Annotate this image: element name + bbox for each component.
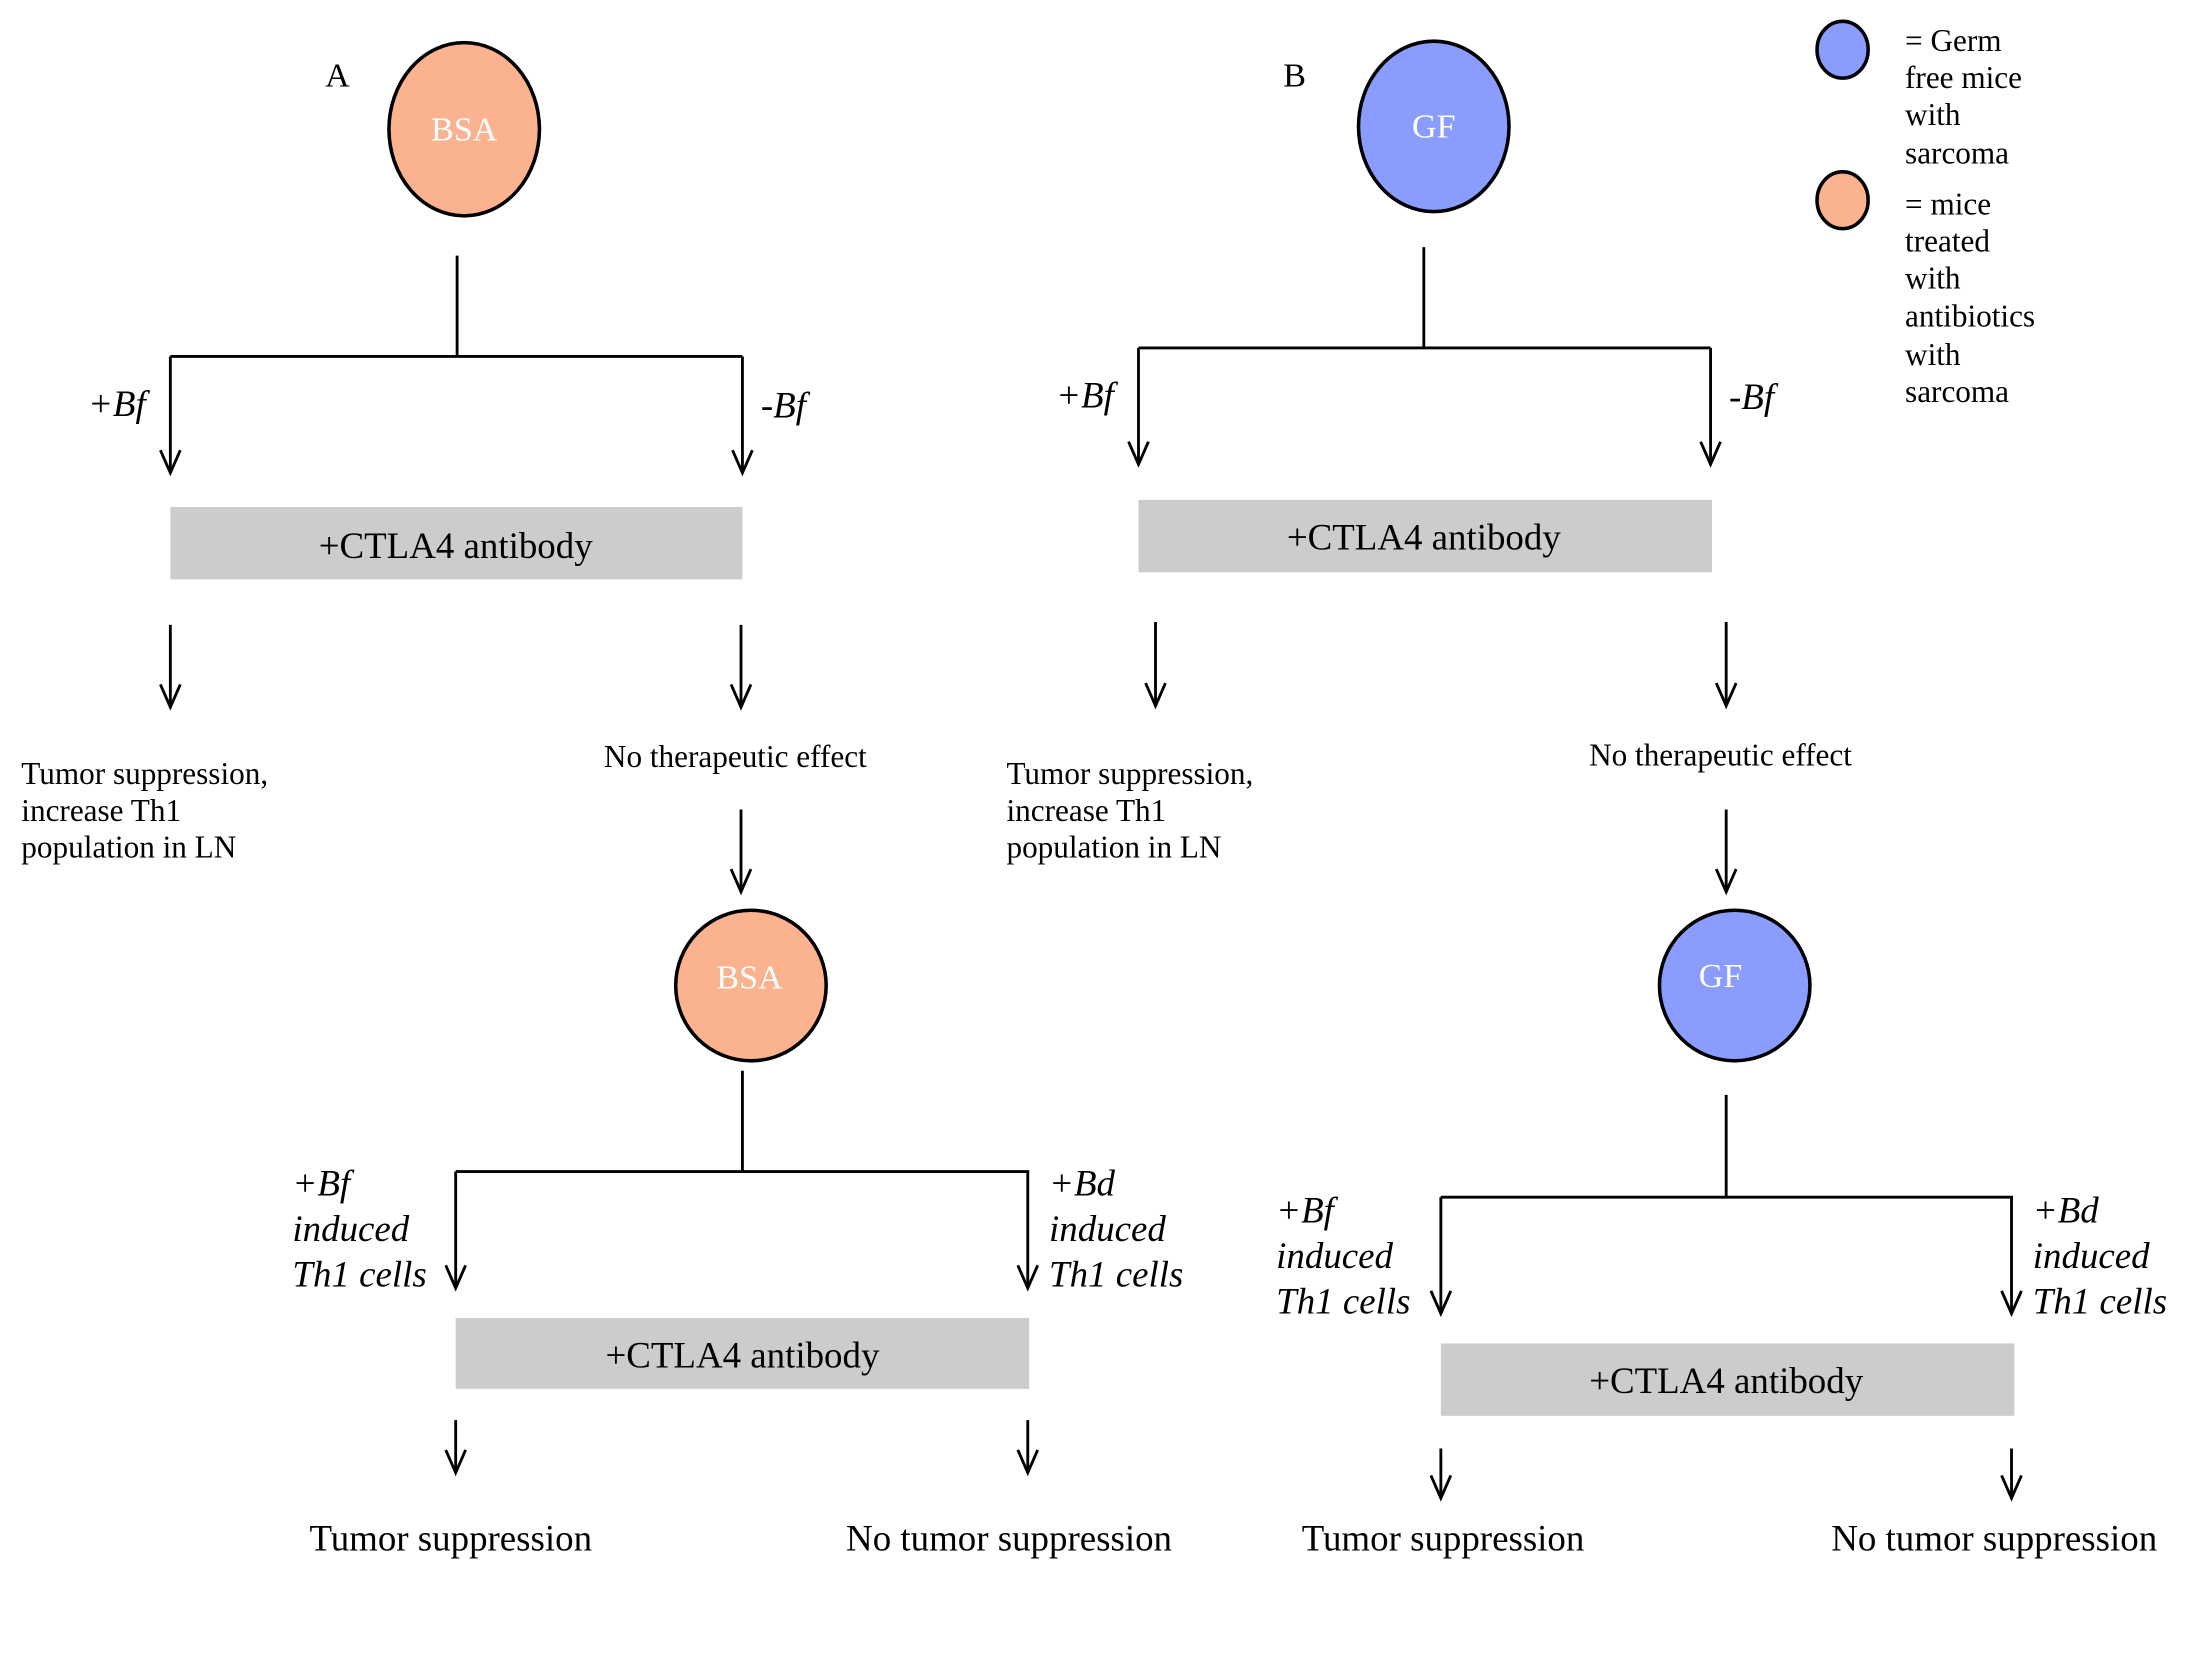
treatment-box <box>170 506 743 580</box>
sub-branch-left-line-3: Th1 cells <box>292 1254 426 1295</box>
arrow-down-icon <box>729 683 753 711</box>
sub-branch-right-line-3: Th1 cells <box>1049 1254 1183 1295</box>
gf-node-second-label: GF <box>1699 958 1743 995</box>
sub-treatment-label: +CTLA4 antibody <box>1589 1360 1863 1401</box>
bsa-node-second <box>673 908 828 1063</box>
arrow-down-icon <box>2000 1474 2023 1502</box>
sub-branch-right-line-1: +Bd <box>2033 1190 2099 1231</box>
sub-branch-right-line-2: induced <box>2033 1235 2150 1276</box>
panel-b: B GF +Bf -Bf +CTLA4 antibody Tumor suppr… <box>1006 39 2167 1559</box>
sub-branch-left-line-1: +Bf <box>1276 1190 1338 1231</box>
outcome-right: No therapeutic effect <box>604 739 867 774</box>
sub-branch-right-line-3: Th1 cells <box>2033 1281 2167 1322</box>
treatment-label: +CTLA4 antibody <box>1287 517 1561 558</box>
arrow-down-icon <box>729 868 753 896</box>
panel-b-letter: B <box>1283 58 1306 95</box>
outcome-left-line-3: population in LN <box>21 830 236 865</box>
legend-1-line-2: free mice <box>1905 60 2022 95</box>
arrow-down-icon <box>2000 1290 2023 1318</box>
arrow-down-icon <box>1144 682 1167 710</box>
orange-circle-icon <box>1815 170 1870 231</box>
treatment-box <box>1138 499 1712 573</box>
legend-1-line-1: = Germ <box>1905 23 2001 58</box>
outcome-left-line-2: increase Th1 <box>21 793 181 828</box>
final-outcome-left: Tumor suppression <box>309 1518 592 1559</box>
arrow-down-icon <box>444 1449 467 1477</box>
arrow-down-icon <box>1016 1449 1040 1477</box>
sub-branch-right-line-2: induced <box>1049 1208 1166 1249</box>
arrow-down-icon <box>1714 682 1738 710</box>
legend-2-line-2: treated <box>1905 223 1990 258</box>
branch-label-right: -Bf <box>1729 376 1779 417</box>
legend-2-line-4: antibiotics <box>1905 299 2035 334</box>
panel-a: A BSA +Bf -Bf +CTLA4 antibody Tumor supp… <box>21 40 1183 1559</box>
gf-node-top-label: GF <box>1412 109 1456 146</box>
blue-circle-icon <box>1815 19 1870 80</box>
arrow-down-icon <box>731 449 754 477</box>
treatment-label: +CTLA4 antibody <box>319 525 593 566</box>
legend-2-line-1: = mice <box>1905 186 1991 221</box>
sub-branch-left-line-3: Th1 cells <box>1276 1281 1410 1322</box>
bsa-node-top-label: BSA <box>431 112 498 149</box>
branch-label-left: +Bf <box>88 383 150 424</box>
arrow-down-icon <box>1429 1474 1453 1502</box>
gf-node-second <box>1657 908 1812 1063</box>
legend-2-line-3: with <box>1905 260 1961 295</box>
arrow-down-icon <box>444 1264 467 1292</box>
arrow-down-icon <box>1016 1264 1040 1292</box>
gf-node-top <box>1356 39 1511 214</box>
branch-label-left: +Bf <box>1056 375 1118 416</box>
arrow-down-icon <box>159 449 182 477</box>
bsa-node-second-label: BSA <box>716 959 783 996</box>
sub-branch-left-line-2: induced <box>1276 1235 1393 1276</box>
outcome-left-line-3: population in LN <box>1006 830 1221 865</box>
outcome-left-line-1: Tumor suppression, <box>1006 756 1253 791</box>
sub-branch-left-line-2: induced <box>292 1208 409 1249</box>
outcome-right: No therapeutic effect <box>1589 737 1852 772</box>
legend: = Germ free mice with sarcoma = mice tre… <box>1815 19 2035 409</box>
arrow-down-icon <box>1429 1290 1453 1318</box>
branch-label-right: -Bf <box>761 385 811 426</box>
legend-1-line-4: sarcoma <box>1905 135 2009 170</box>
panel-a-letter: A <box>325 58 350 95</box>
arrow-down-icon <box>159 683 182 711</box>
final-outcome-right: No tumor suppression <box>1831 1518 2157 1559</box>
arrow-down-icon <box>1714 868 1738 896</box>
bsa-node-top <box>387 40 542 218</box>
legend-2-line-6: sarcoma <box>1905 374 2009 409</box>
legend-2-line-5: with <box>1905 337 1961 372</box>
final-outcome-right: No tumor suppression <box>846 1518 1172 1559</box>
sub-treatment-box <box>1440 1343 2015 1416</box>
arrow-down-icon <box>1699 441 1722 468</box>
legend-1-line-3: with <box>1905 97 1961 132</box>
outcome-left-line-1: Tumor suppression, <box>21 756 268 791</box>
sub-branch-right-line-1: +Bd <box>1049 1163 1115 1204</box>
sub-treatment-box <box>455 1317 1030 1389</box>
outcome-left-line-2: increase Th1 <box>1006 793 1166 828</box>
sub-branch-left-line-1: +Bf <box>292 1163 354 1204</box>
final-outcome-left: Tumor suppression <box>1302 1518 1585 1559</box>
arrow-down-icon <box>1127 441 1150 468</box>
sub-treatment-label: +CTLA4 antibody <box>605 1335 879 1376</box>
